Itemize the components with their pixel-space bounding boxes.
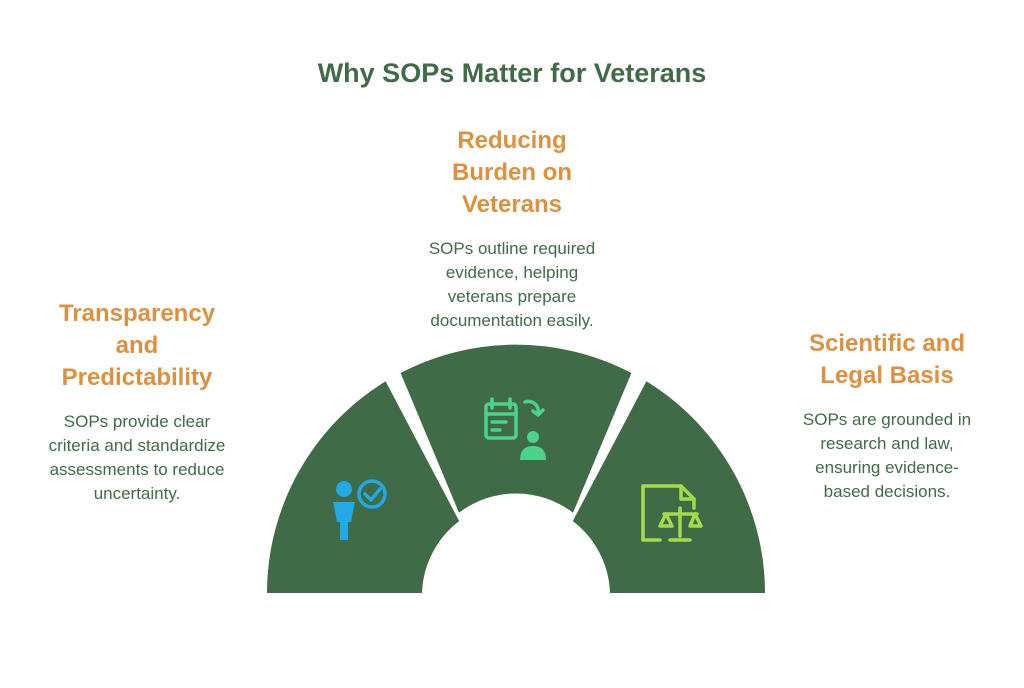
desc-line: research and law, [820, 434, 954, 453]
section-transparency: Transparency and Predictability SOPs pro… [37, 298, 237, 506]
desc-line: documentation easily. [430, 311, 594, 330]
desc-line: uncertainty. [93, 484, 181, 503]
heading-line: Scientific and [808, 330, 966, 357]
desc-line: SOPs provide clear [63, 412, 211, 431]
heading-line: Veterans [461, 191, 563, 218]
section-scientific-legal: Scientific and Legal Basis SOPs are grou… [777, 328, 997, 504]
section-reducing-burden: Reducing Burden on Veterans SOPs outline… [402, 125, 622, 333]
heading-line: Burden on [452, 159, 572, 186]
section-heading: Reducing Burden on Veterans [402, 125, 622, 221]
heading-line: Reducing [457, 127, 567, 154]
desc-line: criteria and standardize [48, 436, 226, 455]
section-description: SOPs provide clear criteria and standard… [37, 410, 237, 506]
desc-line: ensuring evidence- [815, 458, 959, 477]
heading-line: Predictability [61, 364, 213, 391]
page-title: Why SOPs Matter for Veterans [317, 58, 707, 88]
heading-line: Transparency [58, 300, 216, 327]
document-scale-icon [641, 484, 703, 542]
heading-line: Legal Basis [820, 362, 954, 389]
section-description: SOPs are grounded in research and law, e… [777, 408, 997, 504]
person-check-icon [333, 479, 387, 540]
desc-line: evidence, helping [445, 263, 579, 282]
desc-line: SOPs are grounded in [802, 410, 972, 429]
calendar-person-icon [484, 397, 546, 460]
desc-line: assessments to reduce [49, 460, 225, 479]
heading-line: and [115, 332, 159, 359]
section-heading: Scientific and Legal Basis [777, 328, 997, 392]
section-description: SOPs outline required evidence, helping … [402, 237, 622, 333]
desc-line: veterans prepare [447, 287, 577, 306]
desc-line: based decisions. [823, 482, 951, 501]
desc-line: SOPs outline required [428, 239, 596, 258]
section-heading: Transparency and Predictability [37, 298, 237, 394]
